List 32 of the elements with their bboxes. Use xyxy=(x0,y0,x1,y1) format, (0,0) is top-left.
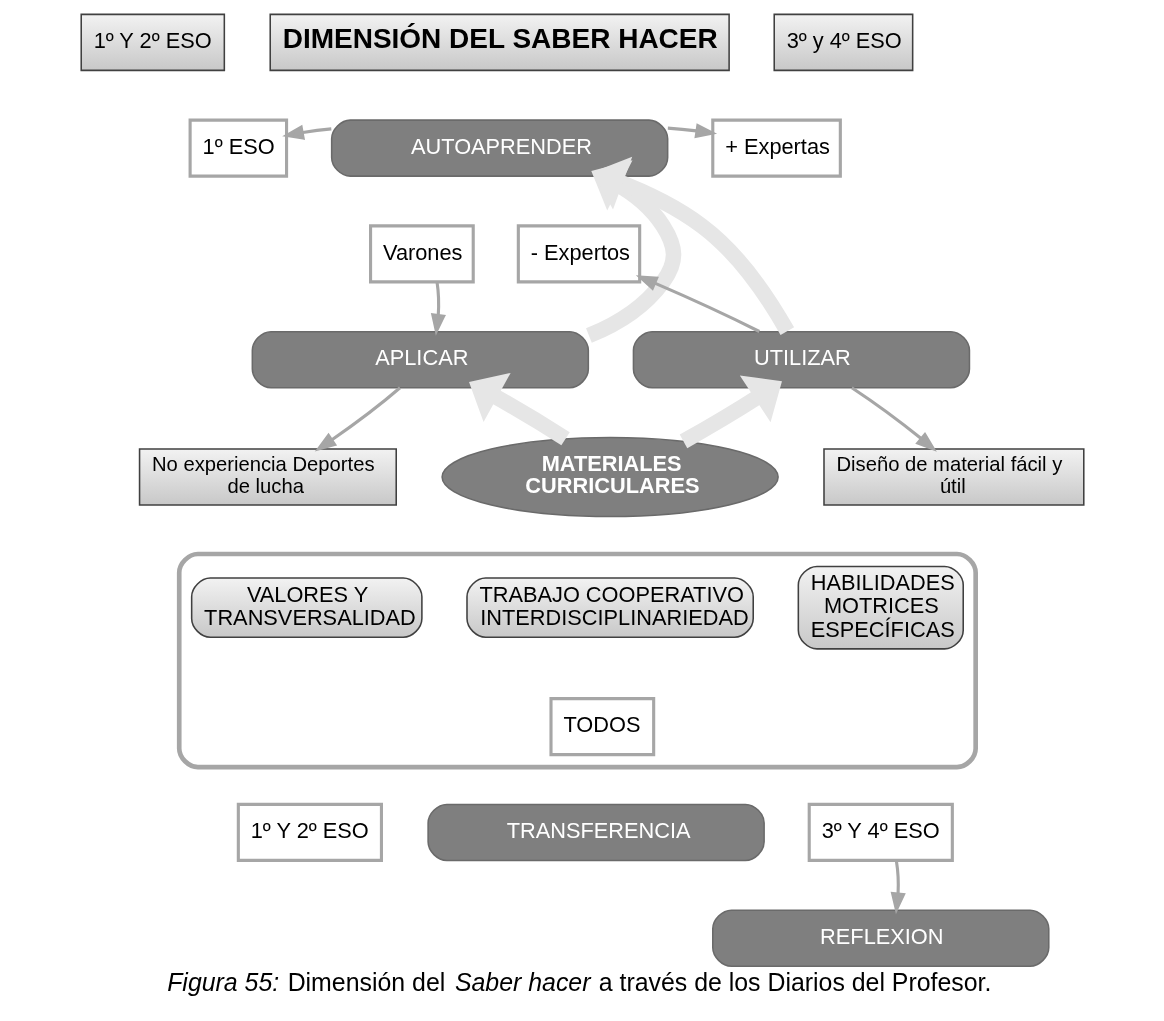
node-box: DIMENSIÓN DEL SABER HACER xyxy=(268,13,730,72)
arrow xyxy=(635,275,760,333)
arrow xyxy=(890,860,906,915)
node-box: + Expertas xyxy=(710,118,842,178)
node-box: HABILIDADES MOTRICES ESPECÍFICAS xyxy=(797,565,964,650)
node-box: 1º Y 2º ESO xyxy=(79,13,225,72)
arrow xyxy=(430,282,446,336)
cluster xyxy=(176,551,978,770)
arrow xyxy=(468,372,570,446)
arrow xyxy=(314,386,401,452)
node-ellipse: MATERIALES CURRICULARES xyxy=(440,436,779,518)
node-box: 3º Y 4º ESO xyxy=(807,802,954,862)
node-box: 1º ESO xyxy=(188,118,288,178)
caption: Figura 55: Dimensión del Saber hacer a través de los Diarios del Profesor. xyxy=(166,967,991,996)
node-box: VALORES Y TRANSVERSALIDAD xyxy=(190,577,423,638)
node-box: - Expertos xyxy=(516,224,641,284)
arrow xyxy=(850,386,937,452)
node-box: TODOS xyxy=(548,697,655,757)
node-box: No experiencia Deportes de lucha xyxy=(138,448,397,506)
arrow xyxy=(679,375,782,449)
arrow xyxy=(667,123,717,139)
node-box: REFLEXION xyxy=(711,909,1050,967)
node-box: 1º Y 2º ESO xyxy=(236,802,383,862)
arrow xyxy=(281,124,331,140)
node-box: Varones xyxy=(368,224,475,284)
node-box: Diseño de material fácil y útil xyxy=(822,448,1085,506)
node-box: UTILIZAR xyxy=(632,330,970,389)
node-box: AUTOAPRENDER xyxy=(330,119,668,177)
node-box: 3º y 4º ESO xyxy=(772,13,913,72)
node-box: TRABAJO COOPERATIVO INTERDISCIPLINARIEDAD xyxy=(465,577,754,638)
node-box: APLICAR xyxy=(251,330,589,389)
node-box: TRANSFERENCIA xyxy=(426,803,765,862)
